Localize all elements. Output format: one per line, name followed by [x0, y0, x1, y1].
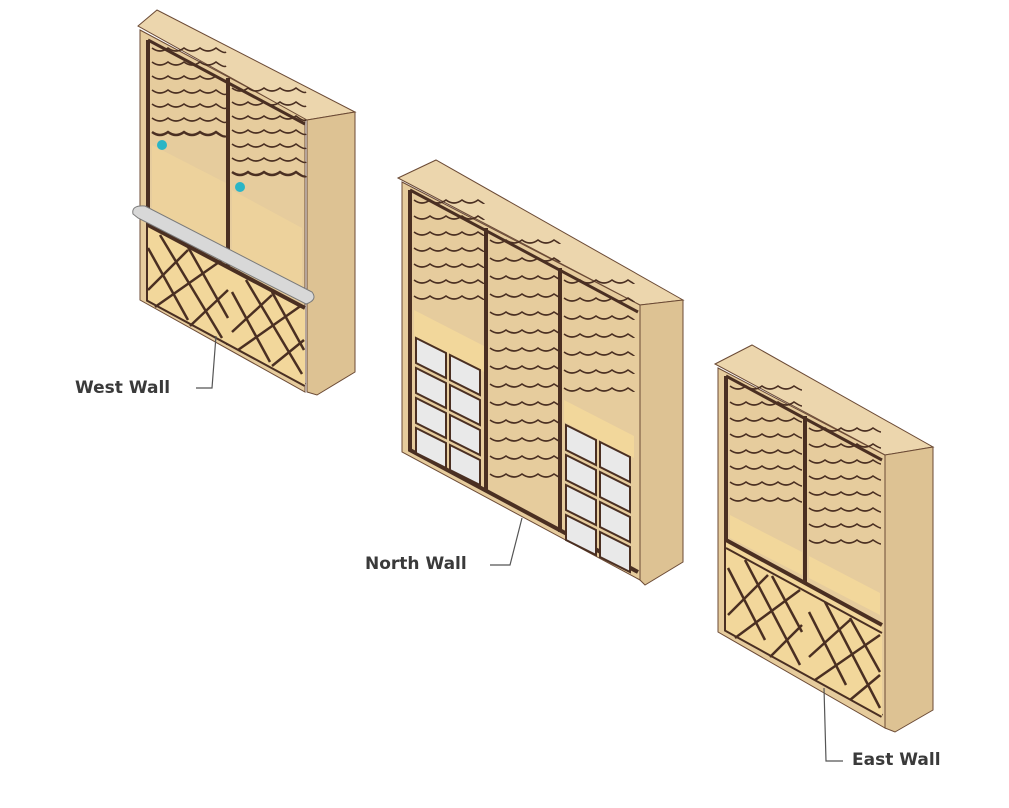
west-wall-diamond-bins	[146, 234, 306, 375]
north-wall-left-drawers	[415, 336, 481, 487]
west-wall-unit	[132, 9, 357, 396]
north-wall-wine-racks	[413, 199, 635, 478]
west-wall-wine-racks	[151, 47, 307, 178]
east-wall-label: East Wall	[852, 750, 941, 770]
east-wall-leader-line	[823, 687, 843, 762]
north-wall-label: North Wall	[365, 554, 467, 574]
light-fixture-icon	[235, 182, 245, 192]
east-wall-diamond-bins	[726, 559, 882, 709]
north-wall-unit	[396, 159, 685, 586]
north-wall-leader-line	[490, 517, 523, 566]
west-wall-bar-shelf	[132, 205, 315, 305]
north-wall-right-drawers	[565, 423, 631, 574]
west-wall-label: West Wall	[75, 378, 171, 398]
light-fixture-icon	[157, 140, 167, 150]
east-wall-wine-racks	[729, 385, 882, 545]
west-wall-leader-line	[196, 335, 217, 389]
east-wall-unit	[713, 344, 935, 733]
